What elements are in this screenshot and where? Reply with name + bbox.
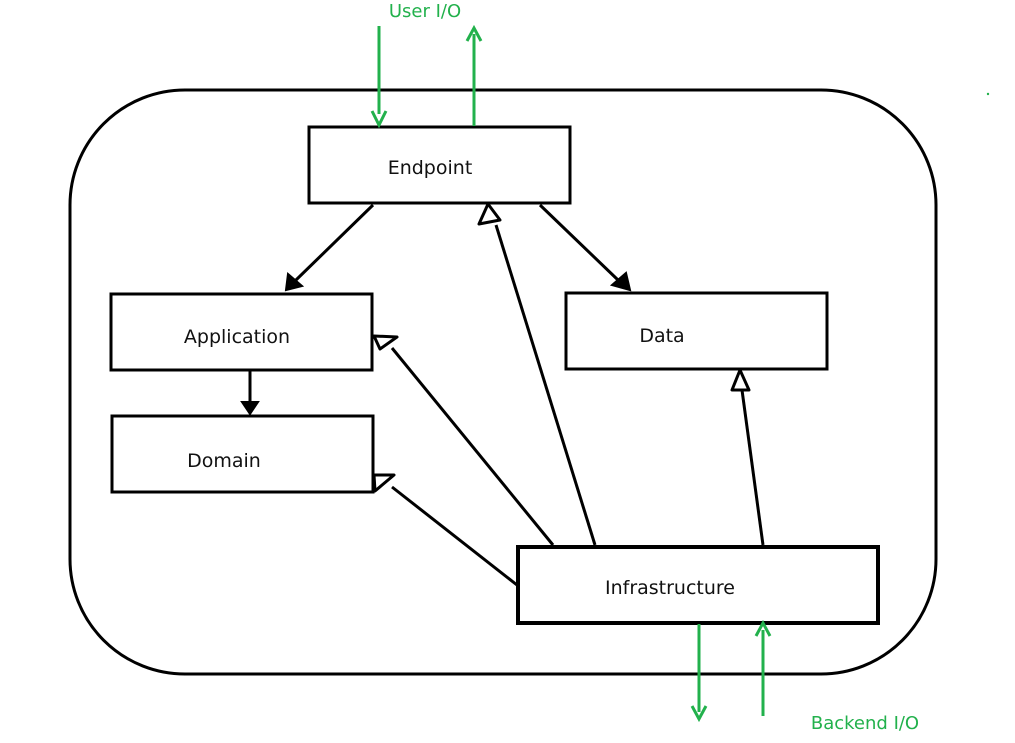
edge-endpoint-to-application xyxy=(284,203,375,292)
user-output-arrow xyxy=(465,24,483,126)
application-label: Application xyxy=(184,326,290,348)
system-boundary xyxy=(68,88,938,676)
node-application: Application xyxy=(109,292,374,372)
edge-endpoint-to-data xyxy=(538,203,632,292)
user-io-label: User I/O xyxy=(389,1,461,22)
node-infrastructure: Infrastructure xyxy=(516,545,880,625)
edge-infrastructure-to-data xyxy=(730,368,765,546)
edge-application-to-domain xyxy=(240,370,260,416)
user-input-arrow xyxy=(370,26,388,129)
edge-infrastructure-to-endpoint xyxy=(477,202,597,546)
edge-infrastructure-to-application xyxy=(372,334,555,546)
data-label: Data xyxy=(639,325,684,347)
edge-infrastructure-to-domain xyxy=(372,473,518,587)
edges xyxy=(240,202,765,587)
node-endpoint: Endpoint xyxy=(307,125,572,205)
backend-input-arrow xyxy=(754,619,772,716)
node-domain: Domain xyxy=(110,414,375,494)
user-io-arrows xyxy=(370,24,483,129)
backend-io-label: Backend I/O xyxy=(811,713,919,734)
infrastructure-label: Infrastructure xyxy=(605,577,735,599)
stray-dot xyxy=(986,92,990,96)
domain-label: Domain xyxy=(187,450,261,472)
endpoint-label: Endpoint xyxy=(388,157,473,179)
backend-io-arrows xyxy=(690,619,772,723)
node-data: Data xyxy=(564,291,829,371)
backend-output-arrow xyxy=(690,624,708,723)
